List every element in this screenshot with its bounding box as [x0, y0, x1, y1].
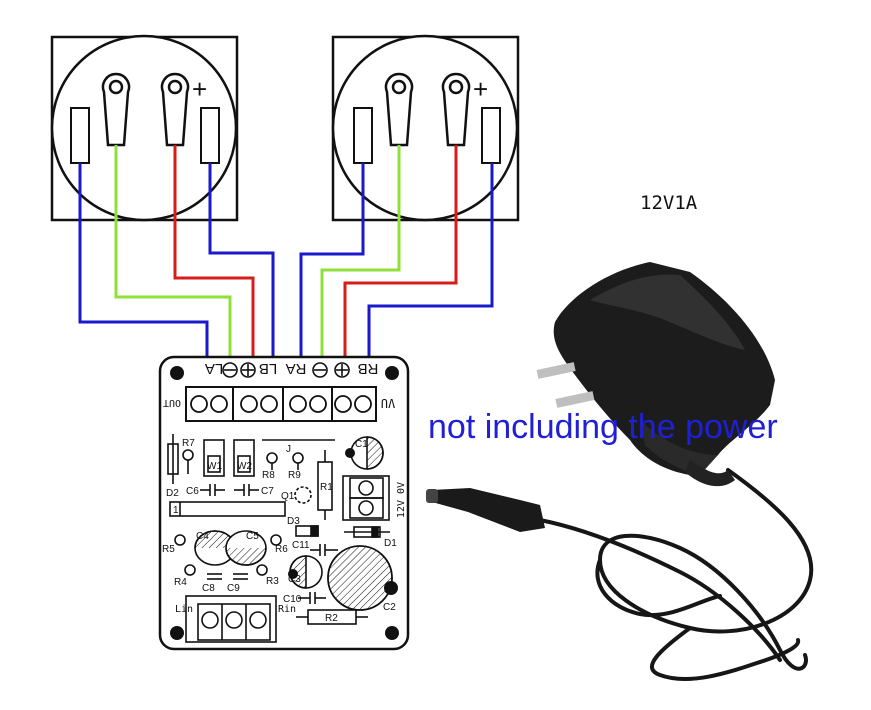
wire-left-blue-outer [78, 163, 209, 362]
label-r7: R7 [182, 438, 195, 449]
label-rin: Rin [278, 604, 296, 615]
label-c8: C8 [202, 583, 215, 594]
speaker-socket-right: + [331, 34, 520, 222]
label-c11: C11 [292, 540, 310, 551]
label-r8: R8 [262, 470, 275, 481]
pcb-board: LA LB RA RB OUT [158, 355, 410, 651]
power-adapter-image [426, 262, 814, 682]
label-c1: C1 [355, 439, 368, 450]
note-text: not including the power [428, 408, 778, 446]
label-c4: C4 [196, 531, 209, 542]
label-lb: LB [259, 360, 277, 377]
label-j: J [286, 444, 291, 455]
label-r6: R6 [275, 544, 288, 555]
label-rb: RB [358, 360, 379, 377]
socket-right-plus: + [473, 74, 488, 104]
label-power: 12V 0V [396, 482, 407, 518]
speaker-socket-left: + [50, 34, 239, 222]
wire-right-blue-inner [367, 163, 494, 362]
label-r4: R4 [174, 577, 187, 588]
wires [78, 145, 494, 362]
label-r9: R9 [288, 470, 301, 481]
wire-right-blue-outer [299, 163, 365, 362]
socket-left-plus: + [192, 74, 207, 104]
label-out: OUT [163, 397, 181, 408]
label-q1: Q1 [281, 491, 295, 502]
label-w1: W1 [207, 461, 222, 472]
label-r1: R1 [320, 482, 333, 493]
spec-label: 12V1A [640, 192, 698, 214]
wire-left-green [114, 145, 232, 362]
label-d1: D1 [384, 538, 397, 549]
label-c7: C7 [261, 486, 274, 497]
label-c3: C3 [288, 574, 301, 585]
label-c2: C2 [383, 602, 396, 613]
label-la: LA [205, 360, 223, 377]
label-vu: VU [381, 396, 395, 410]
wire-right-green [320, 145, 401, 362]
label-r5: R5 [162, 544, 175, 555]
label-w2: W2 [237, 461, 252, 472]
wire-left-blue-inner [208, 163, 275, 362]
label-r2: R2 [325, 613, 338, 624]
label-d3: D3 [287, 516, 300, 527]
label-r3: R3 [266, 576, 279, 587]
label-lin: Lin [175, 604, 193, 615]
label-one: 1 [173, 505, 179, 516]
wire-right-red [343, 145, 458, 362]
label-ra: RA [286, 360, 307, 377]
label-d2: D2 [166, 488, 179, 499]
wire-left-red [173, 145, 255, 362]
label-c9: C9 [227, 583, 240, 594]
label-c5: C5 [246, 531, 259, 542]
label-c6: C6 [186, 486, 199, 497]
label-c10: C10 [283, 594, 302, 605]
